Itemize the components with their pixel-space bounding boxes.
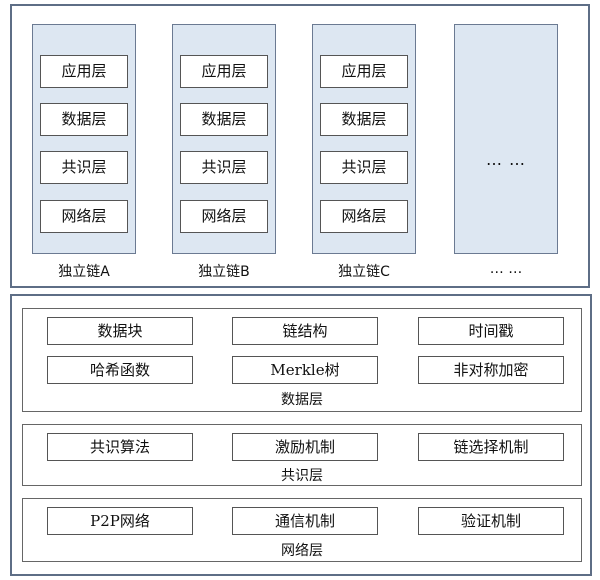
merkle-tree-cell: Merkle树 [232, 356, 378, 384]
network-layer-label: 网络层 [281, 543, 323, 559]
layer-architecture-panel: 数据块 链结构 时间戳 哈希函数 Merkle树 非对称加密 数据层 共识算法 … [10, 294, 592, 576]
chain-c-application-layer: 应用层 [320, 55, 408, 88]
chain-selection-cell: 链选择机制 [418, 433, 564, 461]
more-chains: … … [454, 24, 558, 254]
chain-a-application-layer: 应用层 [40, 55, 128, 88]
consensus-layer-section: 共识算法 激励机制 链选择机制 共识层 [22, 424, 582, 486]
incentive-mechanism-cell: 激励机制 [232, 433, 378, 461]
consensus-layer-label: 共识层 [281, 468, 323, 484]
chain-c-label: 独立链C [338, 264, 390, 280]
chain-c-data-layer: 数据层 [320, 103, 408, 136]
chain-a-data-layer: 数据层 [40, 103, 128, 136]
data-block-cell: 数据块 [47, 317, 193, 345]
chain-structure-cell: 链结构 [232, 317, 378, 345]
chain-b-network-layer: 网络层 [180, 200, 268, 233]
chain-b-label: 独立链B [198, 264, 250, 280]
communication-mechanism-cell: 通信机制 [232, 507, 378, 535]
p2p-network-cell: P2P网络 [47, 507, 193, 535]
hash-function-cell: 哈希函数 [47, 356, 193, 384]
chain-a-network-layer: 网络层 [40, 200, 128, 233]
chain-c: 应用层 数据层 共识层 网络层 [312, 24, 416, 254]
data-layer-label: 数据层 [281, 392, 323, 408]
data-layer-section: 数据块 链结构 时间戳 哈希函数 Merkle树 非对称加密 数据层 [22, 308, 582, 412]
chain-b-consensus-layer: 共识层 [180, 151, 268, 184]
more-chains-label: … … [489, 261, 523, 277]
consensus-algorithm-cell: 共识算法 [47, 433, 193, 461]
chain-a: 应用层 数据层 共识层 网络层 [32, 24, 136, 254]
timestamp-cell: 时间戳 [418, 317, 564, 345]
asymmetric-encryption-cell: 非对称加密 [418, 356, 564, 384]
chain-b: 应用层 数据层 共识层 网络层 [172, 24, 276, 254]
chain-c-consensus-layer: 共识层 [320, 151, 408, 184]
chain-b-data-layer: 数据层 [180, 103, 268, 136]
network-layer-section: P2P网络 通信机制 验证机制 网络层 [22, 498, 582, 562]
chain-b-application-layer: 应用层 [180, 55, 268, 88]
independent-chains-panel: 应用层 数据层 共识层 网络层 独立链A 应用层 数据层 共识层 网络层 独立链… [10, 4, 590, 288]
chain-a-consensus-layer: 共识层 [40, 151, 128, 184]
chain-a-label: 独立链A [58, 264, 110, 280]
chain-c-network-layer: 网络层 [320, 200, 408, 233]
verification-mechanism-cell: 验证机制 [418, 507, 564, 535]
more-chains-ellipsis: … … [485, 150, 527, 169]
